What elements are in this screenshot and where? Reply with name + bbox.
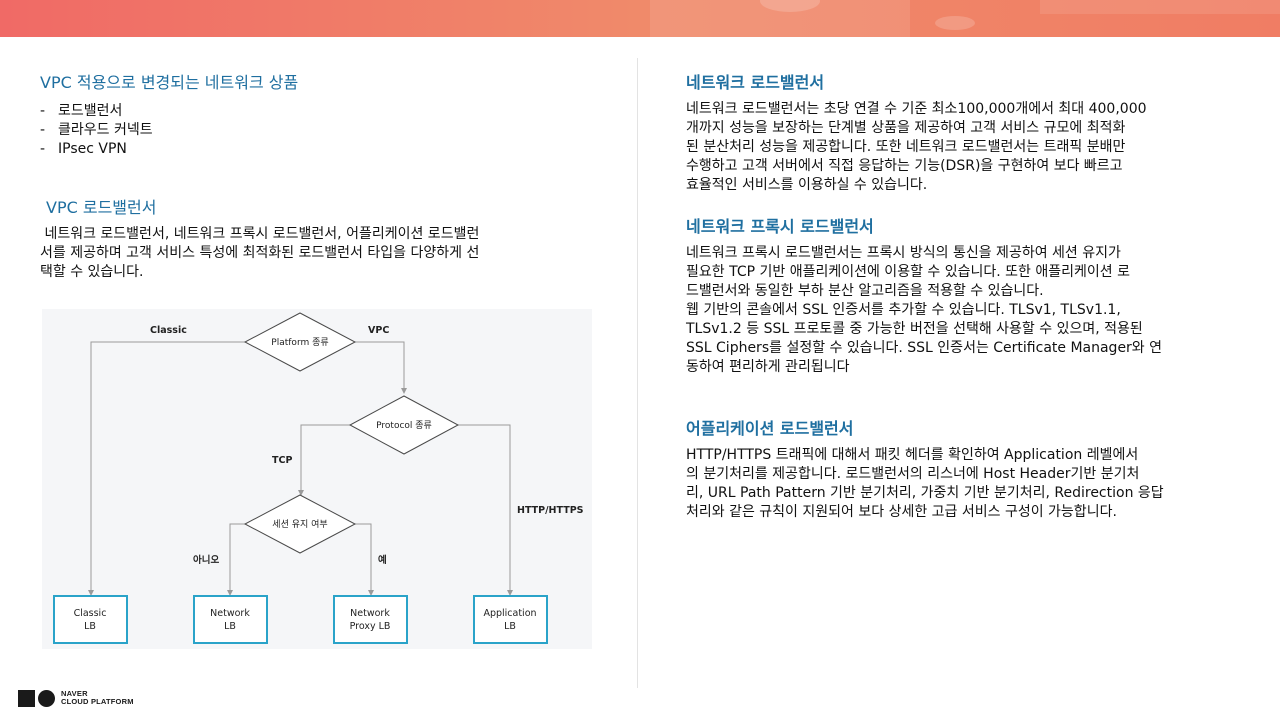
text-line: 개까지 성능을 보장하는 단계별 상품을 제공하여 고객 서비스 규모에 최적화 bbox=[686, 120, 1126, 136]
alb-section: 어플리케이션 로드밸런서 HTTP/HTTPS 트래픽에 대해서 패킷 헤더를 … bbox=[686, 418, 1246, 522]
text-line: HTTP/HTTPS 트래픽에 대해서 패킷 헤더를 확인하여 Applicat… bbox=[686, 447, 1139, 463]
nlb-description: 네트워크 로드밸런서는 초당 연결 수 기준 최소100,000개에서 최대 4… bbox=[686, 100, 1246, 195]
naver-cloud-logo: NAVER CLOUD PLATFORM bbox=[18, 688, 134, 708]
banner-decoration bbox=[650, 0, 910, 37]
text-line: 네트워크 로드밸런서는 초당 연결 수 기준 최소100,000개에서 최대 4… bbox=[686, 101, 1147, 117]
connector-vpc bbox=[355, 341, 407, 394]
alb-description: HTTP/HTTPS 트래픽에 대해서 패킷 헤더를 확인하여 Applicat… bbox=[686, 446, 1246, 522]
text-line: 드밸런서와 동일한 부하 분산 알고리즘을 적용할 수 있습니다. bbox=[686, 283, 1044, 299]
connector-classic bbox=[88, 341, 245, 596]
lb-selection-flowchart: Platform 종류 Protocol 종류 세션 유지 여부 Classic… bbox=[42, 309, 592, 649]
result-label: LB bbox=[84, 621, 96, 632]
connector-no bbox=[227, 523, 245, 596]
result-label: LB bbox=[504, 621, 516, 632]
vpc-lb-description: 네트워크 로드밸런서, 네트워크 프록시 로드밸런서, 어플리케이션 로드밸런 … bbox=[40, 225, 600, 282]
list-item: 클라우드 커넥트 bbox=[40, 121, 600, 140]
text-line: 필요한 TCP 기반 애플리케이션에 이용할 수 있습니다. 또한 애플리케이션… bbox=[686, 264, 1130, 280]
nplb-description: 네트워크 프록시 로드밸런서는 프록시 방식의 통신을 제공하여 세션 유지가 … bbox=[686, 244, 1246, 377]
connector-yes bbox=[355, 523, 374, 596]
edge-label-no: 아니오 bbox=[193, 554, 219, 566]
result-label: Network bbox=[210, 608, 250, 619]
banner-decoration bbox=[760, 0, 820, 12]
list-item: 로드밸런서 bbox=[40, 102, 600, 121]
result-box-classic-lb bbox=[53, 595, 128, 644]
edge-label-yes: 예 bbox=[378, 554, 387, 566]
nlb-section: 네트워크 로드밸런서 네트워크 로드밸런서는 초당 연결 수 기준 최소100,… bbox=[686, 72, 1246, 195]
edge-label-http: HTTP/HTTPS bbox=[517, 505, 584, 516]
result-box-network-proxy-lb bbox=[333, 595, 408, 644]
column-divider bbox=[637, 58, 638, 688]
result-label: Network bbox=[350, 608, 390, 619]
logo-mark-icon bbox=[18, 689, 55, 707]
connector-tcp bbox=[298, 424, 350, 496]
text-line: 웹 기반의 콘솔에서 SSL 인증서를 추가할 수 있습니다. TLSv1, T… bbox=[686, 302, 1121, 318]
section-title-vpc-products: VPC 적용으로 변경되는 네트워크 상품 bbox=[40, 73, 299, 92]
text-line: 동하여 편리하게 관리됩니다 bbox=[686, 359, 850, 375]
text-line: 네트워크 프록시 로드밸런서는 프록시 방식의 통신을 제공하여 세션 유지가 bbox=[686, 245, 1121, 261]
product-list: 로드밸런서 클라우드 커넥트 IPsec VPN bbox=[40, 102, 600, 159]
session-decision bbox=[243, 494, 357, 554]
result-label: LB bbox=[224, 621, 236, 632]
text-line: 리, URL Path Pattern 기반 분기처리, 가중치 기반 분기처리… bbox=[686, 485, 1164, 501]
logo-wordmark: NAVER CLOUD PLATFORM bbox=[61, 690, 134, 706]
platform-decision-label: Platform 종류 bbox=[271, 337, 328, 348]
result-label: Classic bbox=[74, 608, 107, 619]
text-line: 서를 제공하며 고객 서비스 특성에 최적화된 로드밸런서 타입을 다양하게 선 bbox=[40, 245, 480, 261]
section-title-vpc-lb: VPC 로드밸런서 bbox=[46, 198, 157, 217]
text-line: 의 분기처리를 제공합니다. 로드밸런서의 리스너에 Host Header기반… bbox=[686, 466, 1140, 482]
text-line: 효율적인 서비스를 이용하실 수 있습니다. bbox=[686, 177, 928, 193]
text-line: 네트워크 로드밸런서, 네트워크 프록시 로드밸런서, 어플리케이션 로드밸런 bbox=[40, 226, 480, 242]
protocol-decision-label: Protocol 종류 bbox=[376, 420, 432, 431]
banner-decoration bbox=[935, 16, 975, 30]
flowchart-svg: Platform 종류 Protocol 종류 세션 유지 여부 Classic… bbox=[53, 312, 584, 644]
logo-line: CLOUD PLATFORM bbox=[61, 697, 134, 706]
text-line: 된 분산처리 성능을 제공합니다. 또한 네트워크 로드밸런서는 트래픽 분배만 bbox=[686, 139, 1126, 155]
edge-label-classic: Classic bbox=[150, 325, 187, 336]
text-line: SSL Ciphers를 설정할 수 있습니다. SSL 인증서는 Certif… bbox=[686, 340, 1163, 356]
nplb-title: 네트워크 프록시 로드밸런서 bbox=[686, 217, 874, 236]
left-column: VPC 적용으로 변경되는 네트워크 상품 로드밸런서 클라우드 커넥트 IPs… bbox=[40, 72, 600, 282]
platform-decision bbox=[243, 312, 357, 372]
session-decision-label: 세션 유지 여부 bbox=[272, 518, 327, 530]
protocol-decision bbox=[348, 395, 460, 455]
text-line: 처리와 같은 규칙이 지원되어 보다 상세한 고급 서비스 구성이 가능합니다. bbox=[686, 504, 1117, 520]
result-box-network-lb bbox=[193, 595, 268, 644]
result-label: Application bbox=[483, 608, 536, 619]
logo-square-icon bbox=[18, 689, 35, 707]
text-line: 택할 수 있습니다. bbox=[40, 264, 144, 280]
edge-label-vpc: VPC bbox=[368, 325, 389, 336]
edge-label-tcp: TCP bbox=[272, 455, 292, 466]
logo-line: NAVER bbox=[61, 689, 88, 698]
text-line: TLSv1.2 등 SSL 프로토콜 중 가능한 버전을 선택해 사용할 수 있… bbox=[686, 321, 1143, 337]
top-banner bbox=[0, 0, 1280, 37]
result-box-application-lb bbox=[473, 595, 548, 644]
nplb-section: 네트워크 프록시 로드밸런서 네트워크 프록시 로드밸런서는 프록시 방식의 통… bbox=[686, 216, 1246, 377]
alb-title: 어플리케이션 로드밸런서 bbox=[686, 419, 854, 438]
logo-circle-icon bbox=[38, 689, 55, 707]
text-line: 수행하고 고객 서버에서 직접 응답하는 기능(DSR)을 구현하여 보다 빠르… bbox=[686, 158, 1123, 174]
result-label: Proxy LB bbox=[350, 621, 391, 632]
banner-decoration bbox=[1040, 0, 1280, 14]
nlb-title: 네트워크 로드밸런서 bbox=[686, 73, 825, 92]
list-item: IPsec VPN bbox=[40, 140, 600, 159]
connector-http bbox=[458, 424, 513, 596]
